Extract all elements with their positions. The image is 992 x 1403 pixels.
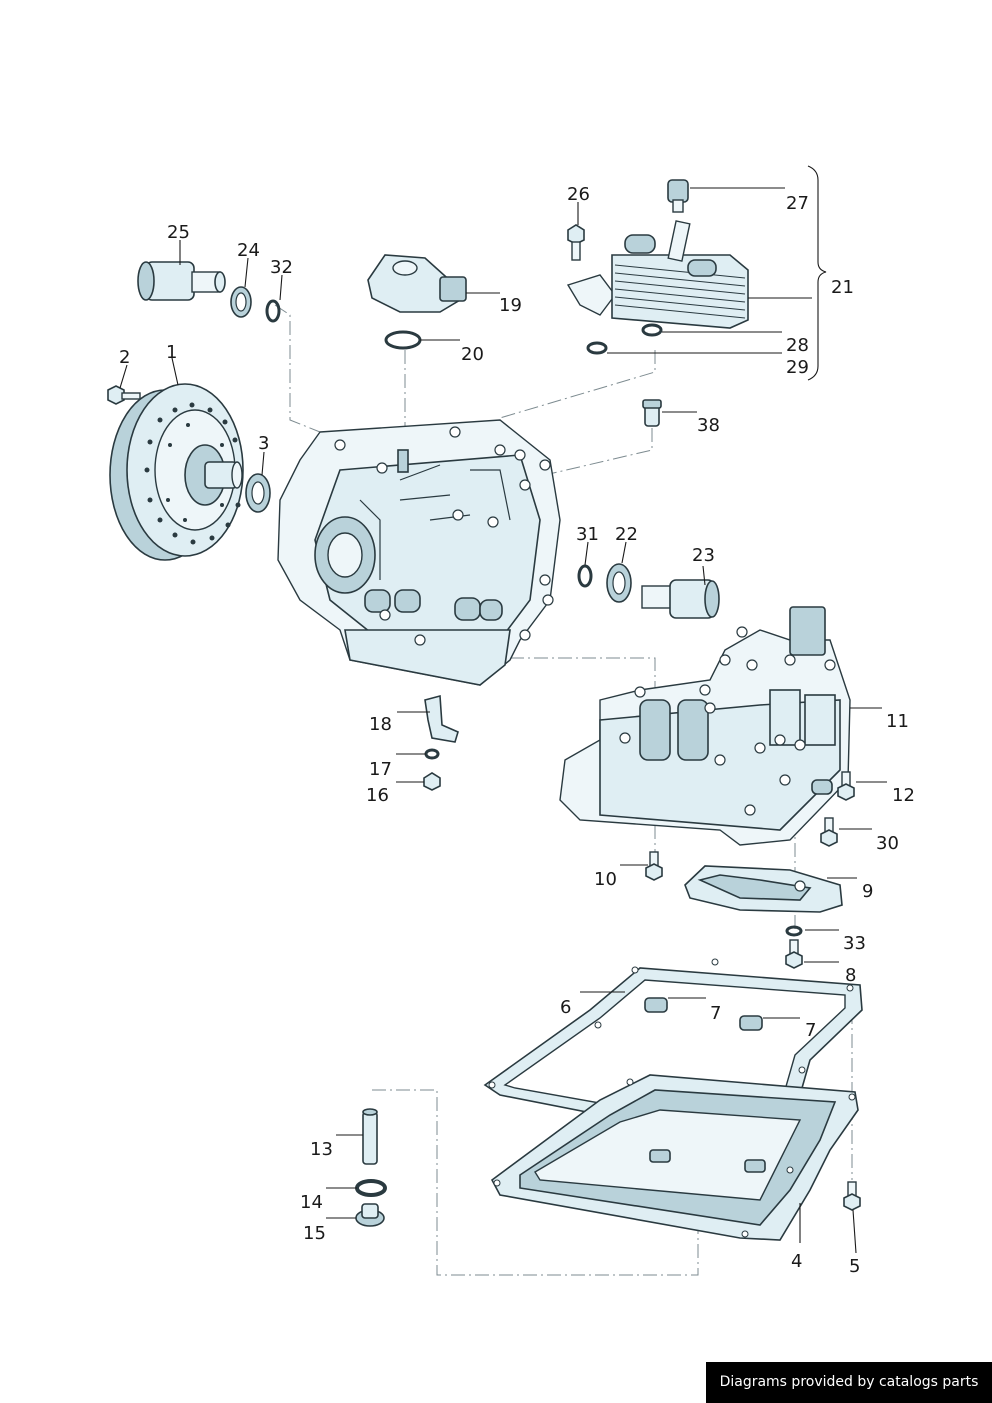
callout-31: 31 bbox=[576, 524, 599, 545]
part-26-bolt bbox=[567, 224, 585, 261]
callout-2: 2 bbox=[119, 347, 130, 368]
part-22-seal bbox=[606, 563, 632, 603]
part-23-shaft bbox=[641, 579, 720, 619]
part-1-torque-converter bbox=[109, 383, 244, 561]
part-16-nut bbox=[423, 772, 441, 791]
callout-7a: 7 bbox=[710, 1003, 721, 1024]
callout-26: 26 bbox=[567, 184, 590, 205]
part-15-plug bbox=[355, 1203, 385, 1227]
callout-20: 20 bbox=[461, 344, 484, 365]
part-18-bracket bbox=[424, 694, 459, 743]
part-2-bolt bbox=[107, 385, 141, 405]
callout-13: 13 bbox=[310, 1139, 333, 1160]
part-21-oil-cooler bbox=[566, 220, 749, 329]
callout-38: 38 bbox=[697, 415, 720, 436]
callout-10: 10 bbox=[594, 869, 617, 890]
callout-14: 14 bbox=[300, 1192, 323, 1213]
callout-11: 11 bbox=[886, 711, 909, 732]
part-33-washer bbox=[785, 925, 803, 937]
part-14-washer bbox=[355, 1179, 387, 1197]
callout-16: 16 bbox=[366, 785, 389, 806]
callout-1: 1 bbox=[166, 342, 177, 363]
leader-lines bbox=[119, 187, 887, 1254]
part-32-ring bbox=[265, 299, 281, 323]
callout-21: 21 bbox=[831, 277, 854, 298]
callout-5: 5 bbox=[849, 1256, 860, 1277]
part-19-sensor bbox=[367, 254, 467, 313]
callout-22: 22 bbox=[615, 524, 638, 545]
callout-30: 30 bbox=[876, 833, 899, 854]
callout-9: 9 bbox=[862, 881, 873, 902]
callout-labels: 1 2 3 4 5 6 7 7 8 9 10 11 12 13 14 15 16… bbox=[119, 184, 915, 1277]
bracket-21 bbox=[807, 165, 827, 381]
callout-27: 27 bbox=[786, 193, 809, 214]
callout-23: 23 bbox=[692, 545, 715, 566]
part-4-oil-pan bbox=[490, 1074, 859, 1241]
part-24-seal bbox=[230, 286, 252, 318]
callout-17: 17 bbox=[369, 759, 392, 780]
callout-8: 8 bbox=[845, 965, 856, 986]
callout-6: 6 bbox=[560, 997, 571, 1018]
part-31-ring bbox=[577, 564, 593, 588]
part-13-tube bbox=[362, 1108, 378, 1165]
callout-7b: 7 bbox=[805, 1020, 816, 1041]
part-17-washer bbox=[424, 748, 440, 760]
part-7-magnet-a bbox=[644, 997, 668, 1013]
callout-28: 28 bbox=[786, 335, 809, 356]
part-20-oring bbox=[384, 330, 422, 350]
part-8-bolt bbox=[785, 939, 803, 969]
callout-12: 12 bbox=[892, 785, 915, 806]
part-28-oring bbox=[641, 323, 663, 337]
part-3-seal bbox=[245, 473, 271, 513]
callout-25: 25 bbox=[167, 222, 190, 243]
part-5-bolt bbox=[843, 1181, 861, 1211]
callout-33: 33 bbox=[843, 933, 866, 954]
callout-29: 29 bbox=[786, 357, 809, 378]
callout-4: 4 bbox=[791, 1251, 802, 1272]
part-27-cap bbox=[667, 179, 689, 213]
part-10-bolt bbox=[645, 851, 663, 881]
callout-19: 19 bbox=[499, 295, 522, 316]
transmission-housing bbox=[277, 419, 561, 686]
callout-18: 18 bbox=[369, 714, 392, 735]
callout-15: 15 bbox=[303, 1223, 326, 1244]
part-29-oring bbox=[586, 341, 608, 355]
part-11-valve-body bbox=[559, 606, 851, 846]
part-38-plug bbox=[642, 399, 662, 427]
callout-32: 32 bbox=[270, 257, 293, 278]
part-25-shaft bbox=[137, 261, 226, 301]
part-7-magnet-b bbox=[739, 1015, 763, 1031]
part-12-bolt bbox=[837, 771, 855, 801]
part-9-filter bbox=[684, 865, 843, 913]
callout-3: 3 bbox=[258, 433, 269, 454]
credit-banner[interactable]: Diagrams provided by catalogs parts bbox=[706, 1362, 992, 1403]
callout-24: 24 bbox=[237, 240, 260, 261]
part-30-bolt bbox=[820, 817, 838, 847]
